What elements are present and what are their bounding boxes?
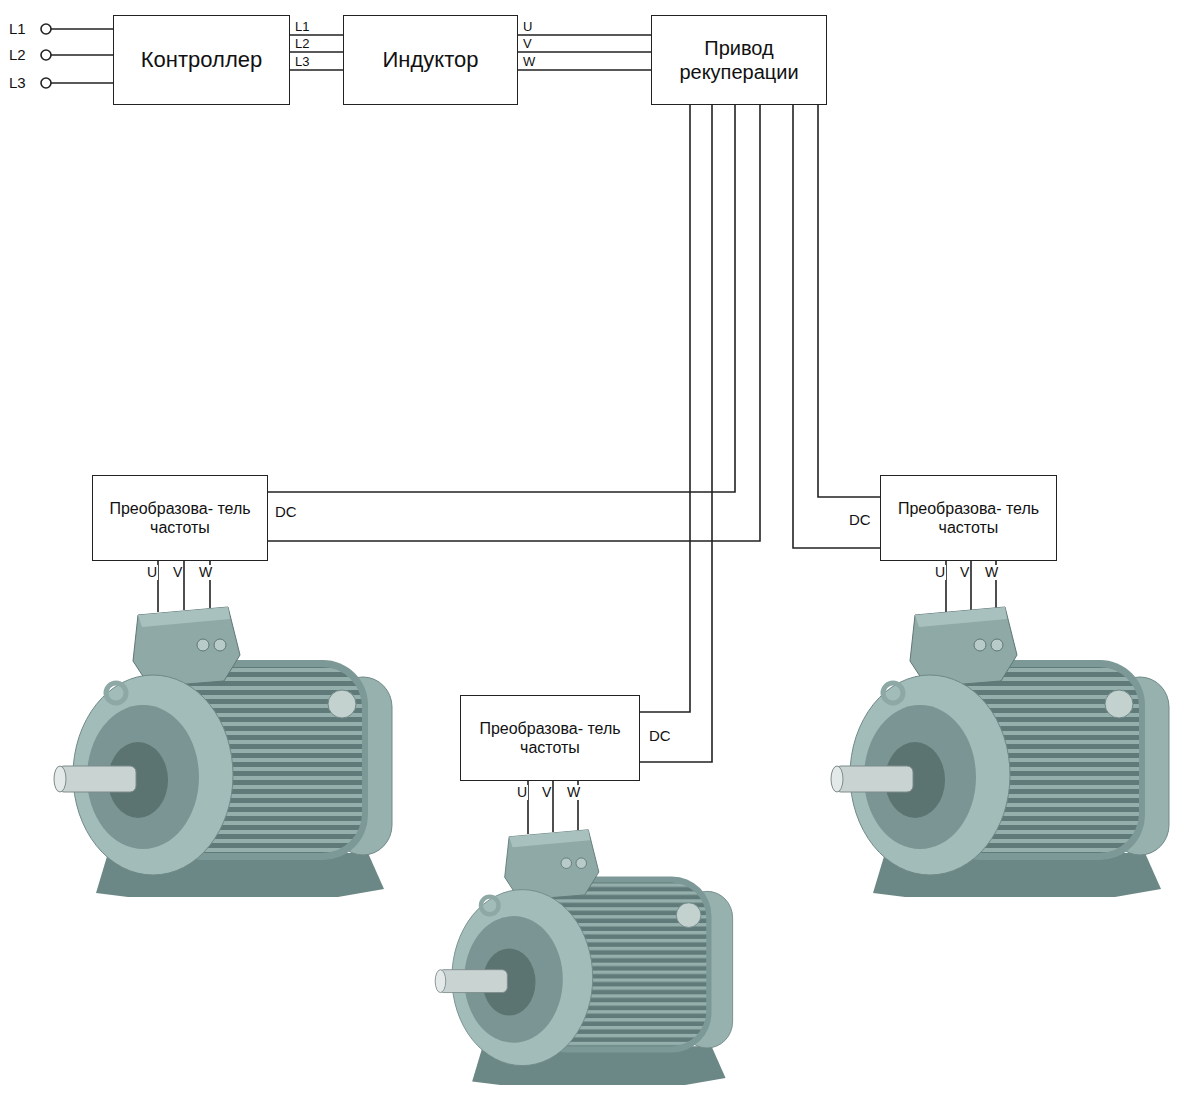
phase-label: U: [516, 785, 528, 800]
phase-label: L1: [294, 20, 310, 34]
phase-label: U: [934, 565, 946, 580]
box-label: Преобразова- тель частоты: [100, 499, 260, 537]
phase-label: V: [959, 565, 970, 580]
power-wire: [640, 105, 712, 762]
input-terminals: [41, 24, 113, 88]
box-label: Привод рекуперации: [659, 36, 819, 84]
frequency-converter-box: Преобразова- тель частоты: [880, 475, 1057, 561]
phase-label: W: [198, 565, 213, 580]
phase-label: V: [522, 37, 533, 51]
motor-illustration: [54, 607, 392, 897]
phase-label: W: [984, 565, 999, 580]
phase-label: W: [566, 785, 581, 800]
controller-box: Контроллер: [113, 15, 290, 105]
phase-label: L2: [294, 37, 310, 51]
frequency-converter-box: Преобразова- тель частоты: [92, 475, 268, 561]
power-wire: [793, 105, 880, 548]
motor-illustration: [435, 830, 732, 1085]
power-wire: [518, 35, 651, 70]
input-phase-label: L3: [8, 75, 27, 92]
box-label: Контроллер: [141, 47, 262, 73]
inductor-box: Индуктор: [343, 15, 518, 105]
power-wire: [268, 105, 760, 541]
bus-label: DC: [848, 512, 872, 529]
regeneration-drive-box: Привод рекуперации: [651, 15, 827, 105]
input-phase-label: L1: [8, 21, 27, 38]
box-label: Преобразова- тель частоты: [468, 719, 632, 757]
power-wire: [290, 35, 343, 70]
box-label: Преобразова- тель частоты: [888, 499, 1049, 537]
input-phase-label: L2: [8, 47, 27, 64]
phase-label: V: [172, 565, 183, 580]
frequency-converter-box: Преобразова- тель частоты: [460, 695, 640, 781]
bus-label: DC: [274, 504, 298, 521]
motor-illustration: [831, 607, 1169, 897]
phase-label: U: [522, 20, 533, 34]
box-label: Индуктор: [383, 47, 479, 73]
phase-label: L3: [294, 55, 310, 69]
phase-label: W: [522, 55, 536, 69]
bus-label: DC: [648, 728, 672, 745]
phase-label: V: [541, 785, 552, 800]
phase-label: U: [146, 565, 158, 580]
